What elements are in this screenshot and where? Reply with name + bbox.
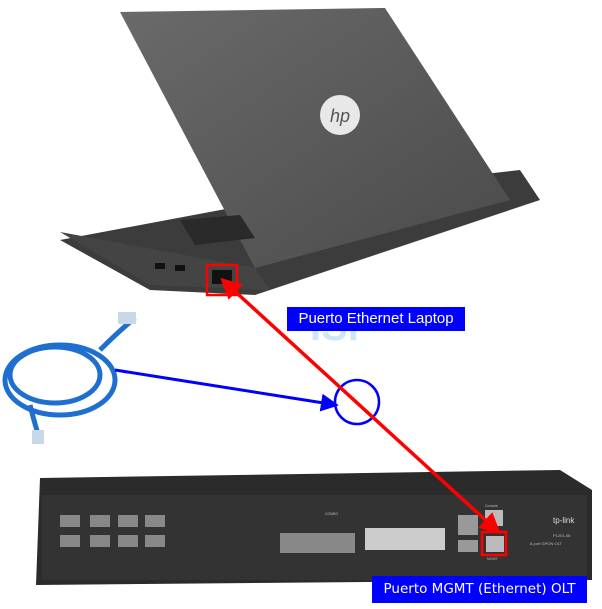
hp-logo-icon: [320, 95, 360, 135]
olt-device-image: tp-link P1201-08 8-port GPON OLT Console…: [36, 470, 592, 585]
brand-logo: tp-link: [553, 516, 575, 525]
model-text: P1201-08: [553, 533, 571, 538]
olt-port-label: Puerto MGMT (Ethernet) OLT: [372, 576, 587, 603]
description-text: 8-port GPON OLT: [530, 541, 562, 546]
laptop-image: hp: [60, 8, 540, 297]
svg-text:hp: hp: [330, 106, 350, 126]
laptop-ethernet-port: [212, 270, 232, 284]
combo-label: COMBO: [325, 512, 339, 516]
laptop-port-label: Puerto Ethernet Laptop: [287, 307, 465, 331]
console-label: Console: [485, 504, 498, 508]
ethernet-cable-image: [2, 312, 137, 444]
connection-arrow: [220, 277, 501, 535]
mgmt-label: MGMT: [487, 557, 499, 561]
cable-arrow: [114, 368, 339, 412]
